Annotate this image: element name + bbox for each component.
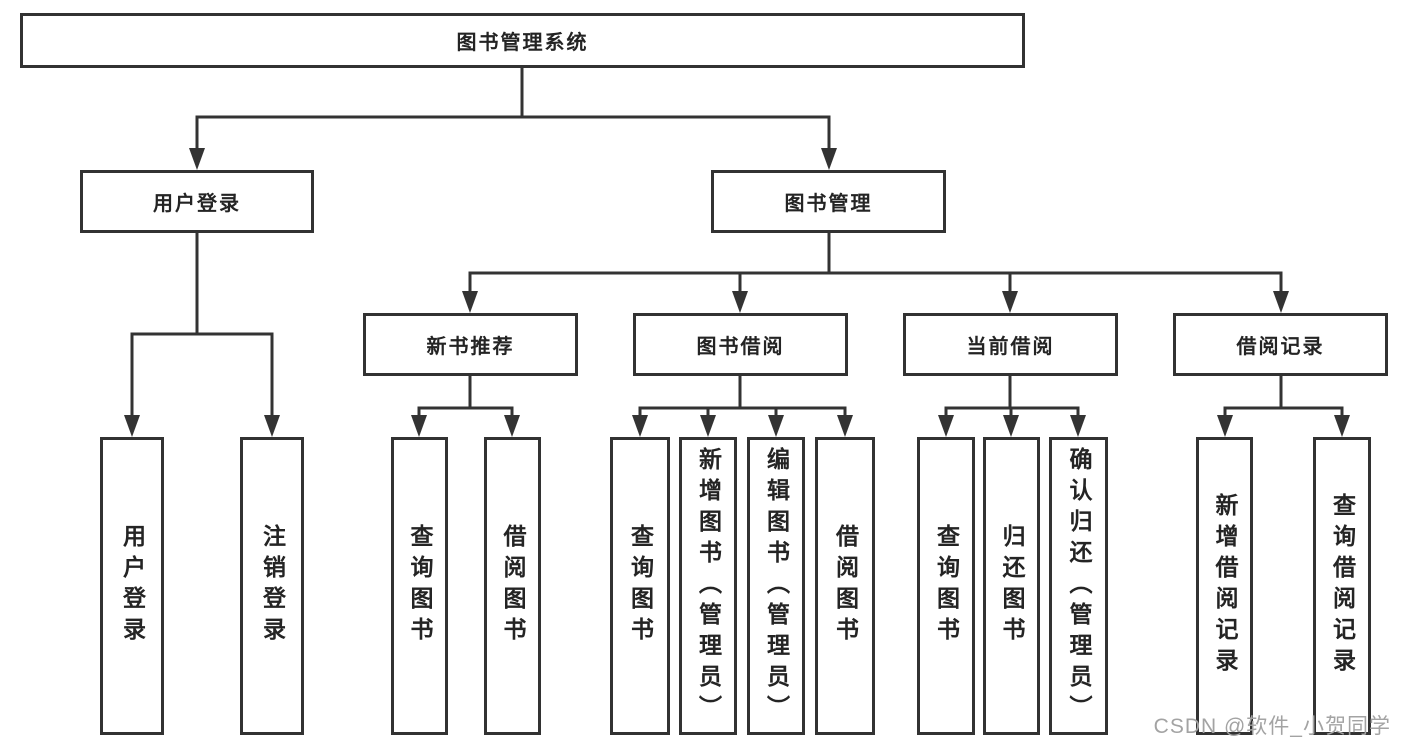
root-box-system-title: 图书管理系统	[20, 13, 1025, 68]
leaf-box-add-book-admin: 新增图书（管理员）	[679, 437, 737, 735]
branch-box-user-login: 用户登录	[80, 170, 314, 233]
leaf-label: 归还图书	[999, 524, 1025, 648]
module-label: 图书借阅	[696, 336, 785, 358]
leaf-label: 查询图书	[407, 524, 433, 648]
leaf-label: 查询图书	[933, 524, 960, 648]
leaf-label: 查询借阅记录	[1329, 493, 1356, 679]
module-label: 借阅记录	[1236, 336, 1325, 358]
leaf-box-confirm-return-admin: 确认归还（管理员）	[1049, 437, 1108, 735]
leaf-box-user-login: 用户登录	[100, 437, 164, 735]
leaf-label: 新增借阅记录	[1212, 493, 1238, 679]
leaf-box-borrow-books: 借阅图书	[815, 437, 875, 735]
leaf-box-return-book: 归还图书	[983, 437, 1040, 735]
leaf-box-query-borrow-record: 查询借阅记录	[1313, 437, 1371, 735]
leaf-label: 确认归还（管理员）	[1066, 446, 1092, 726]
leaf-box-query-books: 查询图书	[391, 437, 448, 735]
module-box-book-borrow: 图书借阅	[633, 313, 848, 376]
module-box-current-borrow: 当前借阅	[903, 313, 1118, 376]
leaf-box-query-books: 查询图书	[917, 437, 975, 735]
branch-box-book-management: 图书管理	[711, 170, 946, 233]
tree-edges	[130, 68, 1344, 416]
leaf-label: 用户登录	[119, 524, 146, 648]
arrow-down-icons	[124, 148, 1350, 437]
leaf-box-add-borrow-record: 新增借阅记录	[1196, 437, 1253, 735]
csdn-watermark: CSDN @软件_小贺同学	[1153, 715, 1391, 738]
leaf-label: 注销登录	[259, 524, 286, 648]
leaf-label: 新增图书（管理员）	[695, 446, 722, 726]
root-label: 图书管理系统	[456, 32, 589, 54]
leaf-label: 借阅图书	[832, 524, 859, 648]
module-box-new-book-recommend: 新书推荐	[363, 313, 578, 376]
leaf-label: 借阅图书	[500, 524, 526, 648]
leaf-box-logout: 注销登录	[240, 437, 304, 735]
module-label: 当前借阅	[966, 336, 1055, 358]
leaf-label: 查询图书	[627, 524, 654, 648]
module-label: 新书推荐	[426, 336, 515, 358]
leaf-box-borrow-books: 借阅图书	[484, 437, 541, 735]
branch-label: 图书管理	[784, 193, 873, 215]
leaf-box-edit-book-admin: 编辑图书（管理员）	[747, 437, 805, 735]
leaf-box-query-books: 查询图书	[610, 437, 670, 735]
module-box-borrow-records: 借阅记录	[1173, 313, 1388, 376]
branch-label: 用户登录	[153, 193, 241, 215]
leaf-label: 编辑图书（管理员）	[763, 446, 790, 726]
